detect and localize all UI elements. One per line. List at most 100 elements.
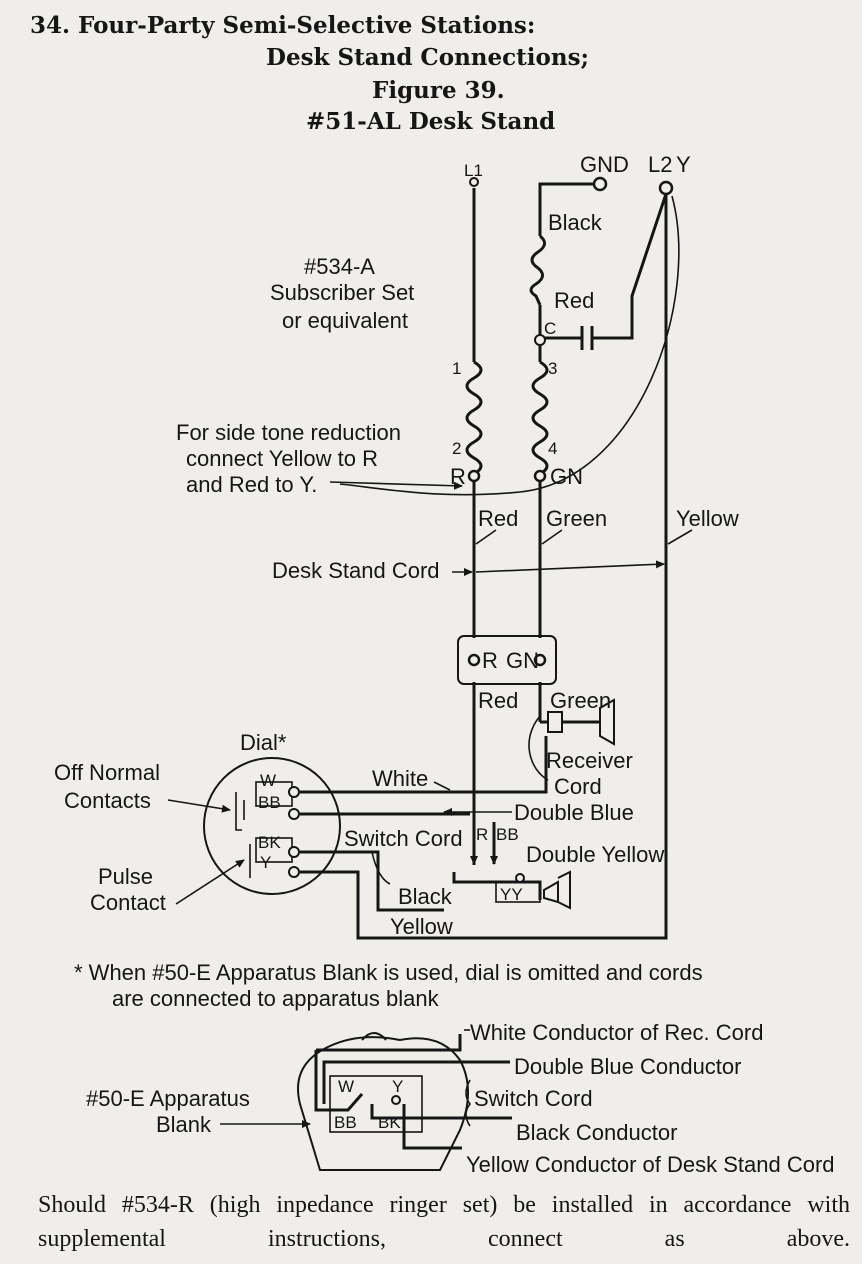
switch-cord-leader — [371, 851, 391, 885]
terminal-2-label: 2 — [452, 439, 461, 458]
c-terminal — [534, 334, 546, 346]
note-line-1: * When #50-E Apparatus Blank is used, di… — [74, 960, 703, 985]
gn-terminal — [533, 469, 547, 483]
apparatus-blank-outline — [297, 1036, 469, 1171]
pulse-arrow — [175, 859, 245, 905]
yellow-label: Yellow — [676, 506, 739, 531]
r-terminal — [467, 469, 481, 483]
pulse-line-2: Contact — [90, 890, 166, 915]
red-label-lower: Red — [478, 688, 518, 713]
black-conductor-label: Black Conductor — [516, 1120, 677, 1145]
note-line-2: are connected to apparatus blank — [112, 986, 440, 1011]
switch-cord-label: Switch Cord — [344, 826, 463, 851]
blank-blue-wire — [322, 1060, 510, 1104]
black-label: Black — [548, 210, 603, 235]
black-wire-coil — [529, 234, 546, 306]
blank-terminal-block — [329, 1075, 423, 1133]
double-yellow-label: Double Yellow — [526, 842, 664, 867]
junction-gn-label: GN — [506, 648, 539, 673]
white-label: White — [372, 766, 428, 791]
blank-switch-cord-label: Switch Cord — [474, 1086, 593, 1111]
terminal-3-label: 3 — [548, 359, 557, 378]
green-leader — [541, 529, 563, 545]
double-blue-conductor-label: Double Blue Conductor — [514, 1054, 741, 1079]
dial-circle — [203, 757, 341, 895]
section-title: 34. Four-Party Semi-Selective Stations: — [30, 12, 536, 39]
receiver-cord-line-2: Cord — [554, 774, 602, 799]
off-normal-line-1: Off Normal — [54, 760, 160, 785]
switch-yy-terminal — [515, 873, 525, 883]
l1-label: L1 — [464, 161, 483, 180]
subscriber-set-number: #534-A — [304, 254, 375, 279]
dial-bk-label: BK — [258, 833, 281, 852]
receiver-icon — [547, 698, 615, 746]
green-label: Green — [546, 506, 607, 531]
red-leader — [475, 529, 497, 545]
dial-w-terminal — [288, 786, 300, 798]
red-label-top: Red — [554, 288, 594, 313]
transmitter-icon — [543, 870, 571, 910]
red-label: Red — [478, 506, 518, 531]
green-label-lower: Green — [550, 688, 611, 713]
side-tone-line-2: connect Yellow to R — [186, 446, 378, 471]
blank-label-line-2: Blank — [156, 1112, 212, 1137]
blank-black-wire — [370, 1104, 512, 1120]
l2-terminal — [658, 180, 674, 196]
dial-bb-label: BB — [258, 793, 281, 812]
switch-yy-label: YY — [500, 885, 523, 904]
capacitor-to-l2 — [592, 193, 668, 340]
side-tone-arrow — [329, 481, 463, 490]
switch-bb-label: BB — [496, 825, 519, 844]
yellow-leader — [667, 529, 693, 545]
blank-bk-label: BK — [378, 1113, 401, 1132]
side-tone-line-1: For side tone reduction — [176, 420, 401, 445]
white-leader — [433, 781, 451, 791]
junction-gn-terminal — [533, 653, 547, 667]
blank-white-wire — [314, 1050, 364, 1112]
figure-number: Figure 39. — [372, 77, 505, 104]
desk-cord-arrow-b — [475, 560, 665, 573]
blank-y-label: Y — [392, 1077, 403, 1096]
blank-bb-label: BB — [334, 1113, 357, 1132]
white-wire — [300, 736, 548, 794]
dial-w-label: W — [260, 771, 276, 790]
black-switch-wire — [300, 850, 444, 912]
dial-bk-terminal — [288, 846, 300, 858]
black-wire-label: Black — [398, 884, 453, 909]
gn-label: GN — [550, 464, 583, 489]
gnd-label: GND — [580, 152, 629, 177]
side-tone-curve — [339, 195, 680, 496]
l1-terminal — [469, 177, 479, 187]
switch-r-label: R — [476, 825, 488, 844]
blank-y-terminal — [391, 1095, 401, 1105]
terminal-1-label: 1 — [452, 359, 461, 378]
subscriber-set-equivalent: or equivalent — [282, 308, 408, 333]
coil-1-2 — [465, 360, 483, 478]
off-normal-spring — [235, 792, 242, 831]
subtitle: Desk Stand Connections; — [266, 44, 590, 71]
junction-r-terminal — [467, 653, 481, 667]
yellow-conductor-label: Yellow Conductor of Desk Stand Cord — [466, 1152, 835, 1177]
blank-w-label: W — [338, 1077, 354, 1096]
subscriber-set-name: Subscriber Set — [270, 280, 414, 305]
apparatus-blank-top — [361, 1032, 387, 1041]
blank-yellow-wire — [402, 1104, 462, 1150]
dial-label: Dial* — [240, 730, 287, 755]
off-normal-arrow — [167, 799, 231, 813]
dial-bb-terminal — [288, 808, 300, 820]
c-label: C — [544, 319, 556, 338]
double-blue-label: Double Blue — [514, 800, 634, 825]
blank-label-line-1: #50-E Apparatus — [86, 1086, 250, 1111]
hook-switch — [452, 872, 542, 900]
switch-cord-brace — [465, 1079, 472, 1127]
footer-note: Should #534-R (high inpedance ringer set… — [38, 1192, 850, 1252]
figure-title: #51-AL Desk Stand — [306, 108, 556, 135]
desk-stand-cord-label: Desk Stand Cord — [272, 558, 440, 583]
pulse-line-1: Pulse — [98, 864, 153, 889]
dial-y-label: Y — [260, 853, 271, 872]
dial-y-terminal — [288, 866, 300, 878]
blank-white-lead — [316, 1034, 462, 1052]
yellow-wire — [300, 194, 668, 940]
coil-3-4 — [531, 360, 549, 478]
